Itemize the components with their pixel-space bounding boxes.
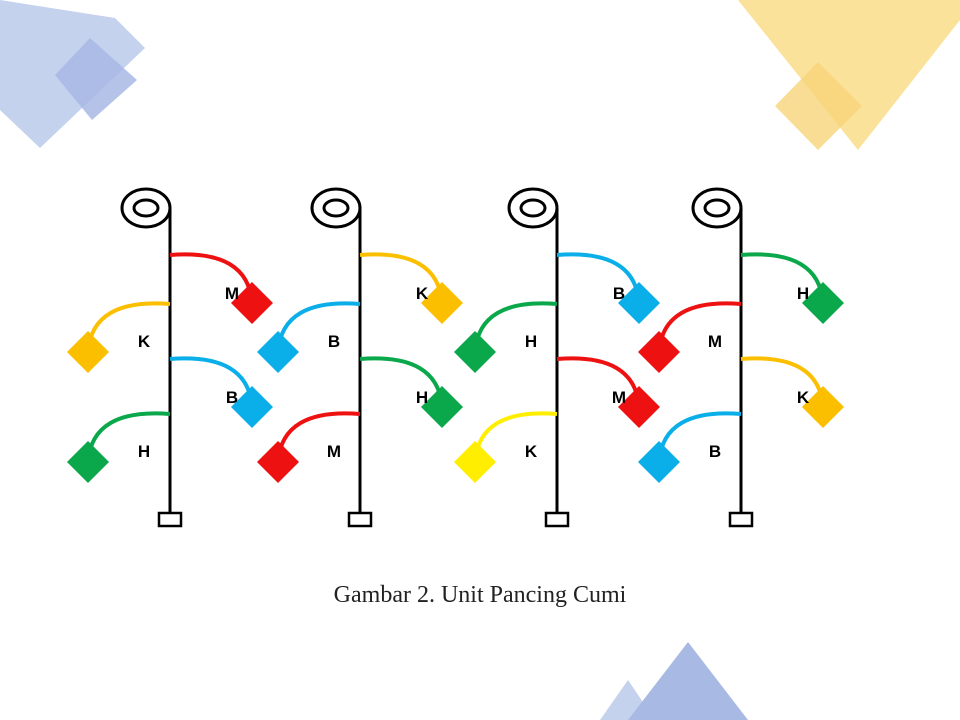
fishing-unit: K B H M [257, 187, 463, 528]
squid-jig-lure [257, 331, 299, 373]
lure-label: M [708, 332, 722, 351]
squid-jig-lure [257, 441, 299, 483]
lure-branch: K [454, 411, 558, 483]
decor-shape [738, 0, 960, 150]
lure-branch: M [169, 252, 273, 324]
lure-branch: H [67, 411, 171, 483]
lure-label: M [612, 388, 626, 407]
top-ring [691, 187, 743, 229]
sinker [544, 511, 570, 528]
lure-label: K [138, 332, 151, 351]
squid-jig-lure [421, 386, 463, 428]
top-ring-inner [132, 198, 160, 218]
squid-jig-lure [67, 331, 109, 373]
lure-branch: B [556, 252, 660, 324]
lure-label: K [525, 442, 538, 461]
lure-branch: K [359, 252, 463, 324]
lure-label: B [328, 332, 340, 351]
lure-branch: B [638, 411, 742, 483]
lure-label: M [225, 284, 239, 303]
decor-shape [628, 642, 748, 720]
top-ring-inner [322, 198, 350, 218]
sinker [728, 511, 754, 528]
sinker [157, 511, 183, 528]
lure-branch: H [740, 252, 844, 324]
squid-jig-lure [67, 441, 109, 483]
lure-branch: B [257, 301, 361, 373]
lure-branch: M [257, 411, 361, 483]
lure-label: K [416, 284, 429, 303]
lure-label: H [797, 284, 809, 303]
squid-jig-lure [802, 282, 844, 324]
lure-branch: K [67, 301, 171, 373]
squid-jig-lure [618, 386, 660, 428]
squid-jig-lure [231, 282, 273, 324]
squid-jig-lure [618, 282, 660, 324]
lure-branch: M [556, 356, 660, 428]
fishing-unit: M K B H [67, 187, 273, 528]
lure-label: B [709, 442, 721, 461]
lure-label: K [797, 388, 810, 407]
lure-branch: K [740, 356, 844, 428]
decoration-bottom [600, 642, 748, 720]
top-ring [507, 187, 559, 229]
fishing-unit: H M K B [638, 187, 844, 528]
lure-branch: B [169, 356, 273, 428]
top-ring-inner [519, 198, 547, 218]
squid-jig-diagram: M K B H K B H M B H M K H M K B [67, 187, 844, 528]
lure-branch: H [359, 356, 463, 428]
squid-jig-lure [231, 386, 273, 428]
lure-label: B [613, 284, 625, 303]
lure-label: H [525, 332, 537, 351]
sinker [347, 511, 373, 528]
squid-jig-lure [421, 282, 463, 324]
decor-shape [55, 38, 137, 120]
squid-jig-lure [802, 386, 844, 428]
lure-label: B [226, 388, 238, 407]
lure-label: H [138, 442, 150, 461]
top-ring [310, 187, 362, 229]
lure-branch: H [454, 301, 558, 373]
squid-jig-lure [638, 331, 680, 373]
lure-label: M [327, 442, 341, 461]
decor-shape [775, 62, 862, 150]
top-ring-inner [703, 198, 731, 218]
lure-label: H [416, 388, 428, 407]
decoration-top-left [0, 0, 145, 148]
top-ring [120, 187, 172, 229]
lure-branch: M [638, 301, 742, 373]
decoration-top-right [738, 0, 960, 150]
squid-jig-lure [454, 441, 496, 483]
squid-jig-lure [454, 331, 496, 373]
squid-jig-lure [638, 441, 680, 483]
fishing-unit: B H M K [454, 187, 660, 528]
figure-caption: Gambar 2. Unit Pancing Cumi [333, 582, 627, 608]
